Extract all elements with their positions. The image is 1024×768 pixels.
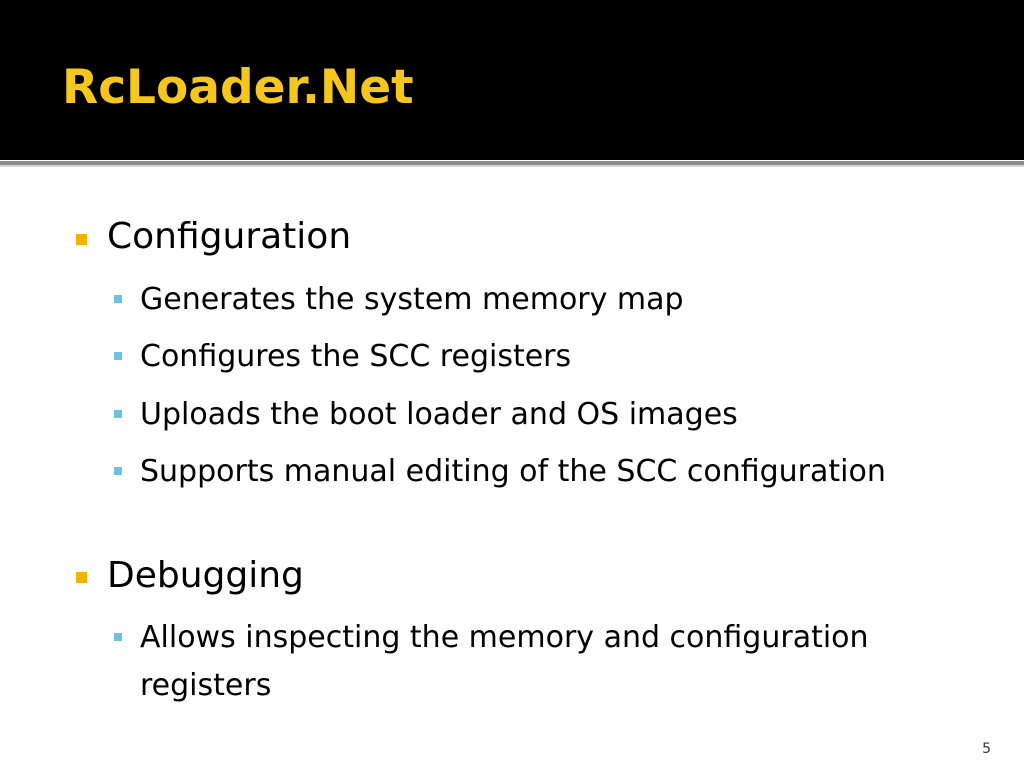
slide-title: RcLoader.Net: [62, 60, 414, 115]
title-divider: [0, 161, 1024, 165]
section-heading-debugging: Debugging: [107, 555, 304, 596]
title-bar: RcLoader.Net: [0, 0, 1024, 160]
sub-bullet-square-icon: [114, 295, 122, 303]
list-item: Allows inspecting the memory and configu…: [140, 620, 869, 703]
list-item: Supports manual editing of the SCC confi…: [140, 454, 886, 489]
section-heading-configuration: Configuration: [107, 216, 352, 257]
bullet-square-icon: [76, 572, 87, 583]
list-item: Configures the SCC registers: [140, 339, 572, 374]
bullet-square-icon: [76, 234, 87, 245]
list-item: Uploads the boot loader and OS images: [140, 397, 738, 432]
sub-bullet-square-icon: [114, 467, 122, 475]
page-number: 5: [982, 741, 991, 757]
list-item: Generates the system memory map: [140, 282, 684, 317]
sub-bullet-square-icon: [114, 633, 122, 641]
sub-bullet-square-icon: [114, 410, 122, 418]
title-divider-highlight: [0, 165, 1024, 167]
sub-bullet-square-icon: [114, 352, 122, 360]
